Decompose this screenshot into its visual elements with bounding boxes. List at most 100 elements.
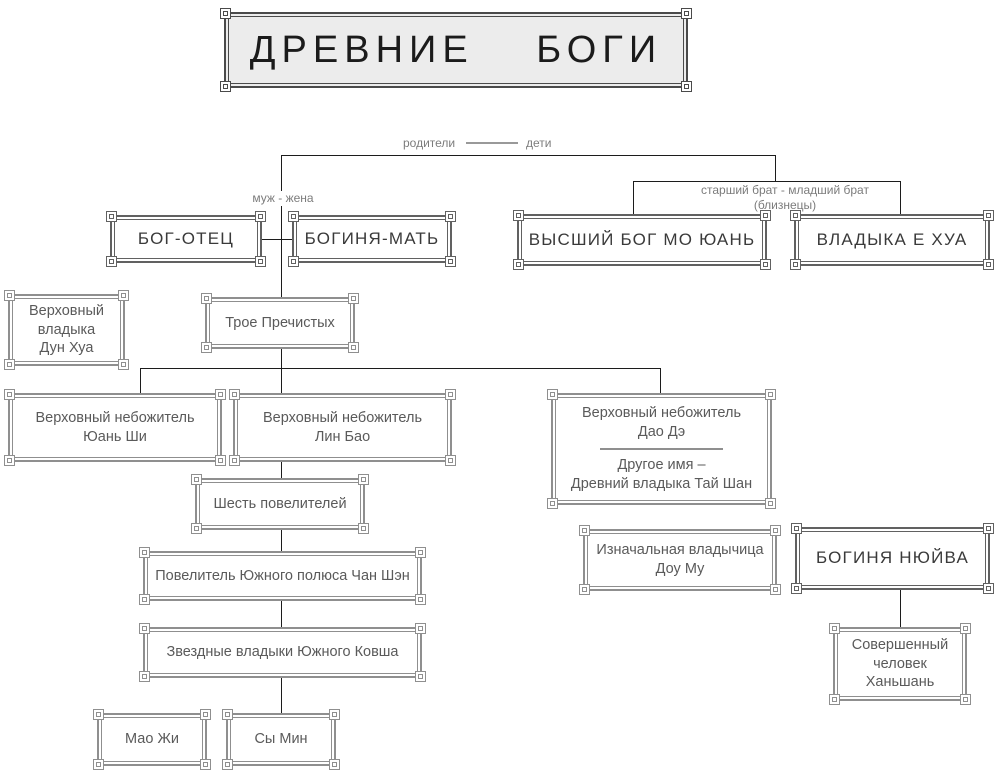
corner-ornament-icon — [118, 359, 129, 370]
corner-ornament-icon — [215, 455, 226, 466]
node-alt-name: Другое имя – Древний владыка Тай Шан — [570, 457, 753, 492]
corner-ornament-icon — [547, 389, 558, 400]
corner-ornament-icon — [348, 293, 359, 304]
corner-ornament-icon — [329, 759, 340, 770]
connector-right-vertical — [775, 155, 776, 181]
node-dou-mu: Изначальная владычица Доу Му — [579, 525, 781, 595]
corner-ornament-icon — [139, 623, 150, 634]
node-celestial-lin-bao: Верховный небожитель Лин Бао — [229, 389, 456, 466]
corner-ornament-icon — [983, 210, 994, 221]
node-label: Совершенный человек Ханьшань — [851, 636, 949, 691]
corner-ornament-icon — [229, 389, 240, 400]
connector-branch-horizontal — [140, 368, 660, 369]
connector-yuan-shi-drop — [140, 368, 141, 393]
corner-ornament-icon — [4, 359, 15, 370]
node-label: Шесть повелителей — [213, 495, 347, 512]
husband-wife-label: муж - жена — [238, 191, 328, 206]
corner-ornament-icon — [4, 455, 15, 466]
corner-ornament-icon — [4, 290, 15, 301]
node-supreme-god-mo-yuan: ВЫСШИЙ БОГ МО ЮАНЬ — [513, 210, 771, 270]
connector-dao-de-drop — [660, 368, 661, 393]
corner-ornament-icon — [255, 211, 266, 222]
node-label: Повелитель Южного полюса Чан Шэн — [155, 567, 410, 584]
connector-marriage-line — [262, 239, 292, 240]
corner-ornament-icon — [765, 498, 776, 509]
corner-ornament-icon — [770, 584, 781, 595]
corner-ornament-icon — [415, 623, 426, 634]
corner-ornament-icon — [139, 671, 150, 682]
corner-ornament-icon — [790, 210, 801, 221]
corner-ornament-icon — [191, 474, 202, 485]
corner-ornament-icon — [513, 259, 524, 270]
corner-ornament-icon — [4, 389, 15, 400]
corner-ornament-icon — [118, 290, 129, 301]
brothers-label: старший брат - младший брат (близнецы) — [701, 183, 869, 212]
corner-ornament-icon — [139, 594, 150, 605]
corner-ornament-icon — [829, 623, 840, 634]
node-lord-ye-hua: ВЛАДЫКА Е ХУА — [790, 210, 994, 270]
corner-ornament-icon — [960, 623, 971, 634]
corner-ornament-icon — [547, 498, 558, 509]
corner-ornament-icon — [255, 256, 266, 267]
node-hanshan: Совершенный человек Ханьшань — [829, 623, 971, 705]
node-six-rulers: Шесть повелителей — [191, 474, 369, 534]
node-label: Верховный небожитель Юань Ши — [35, 409, 195, 445]
corner-ornament-icon — [222, 709, 233, 720]
corner-ornament-icon — [829, 694, 840, 705]
node-three-pure-ones: Трое Пречистых — [201, 293, 359, 353]
connector-top-horizontal — [281, 155, 775, 156]
node-label: БОГИНЯ-МАТЬ — [304, 228, 440, 248]
node-chan-shen: Повелитель Южного полюса Чан Шэн — [139, 547, 426, 605]
node-label: БОГИНЯ НЮЙВА — [815, 548, 970, 568]
corner-ornament-icon — [358, 474, 369, 485]
corner-ornament-icon — [288, 211, 299, 222]
legend-parents-label: родители — [403, 136, 456, 150]
node-label: Верховный небожитель Лин Бао — [262, 409, 423, 445]
corner-ornament-icon — [215, 389, 226, 400]
corner-ornament-icon — [760, 259, 771, 270]
connector-center-vertical-5 — [281, 601, 282, 627]
corner-ornament-icon — [791, 583, 802, 594]
connector-brothers-horizontal — [633, 181, 900, 182]
corner-ornament-icon — [200, 709, 211, 720]
node-label: Звездные владыки Южного Ковша — [166, 644, 399, 661]
corner-ornament-icon — [445, 211, 456, 222]
corner-ornament-icon — [681, 8, 692, 19]
node-label: Верховный небожитель Дао Дэ — [581, 405, 742, 441]
node-southern-dipper-lords: Звездные владыки Южного Ковша — [139, 623, 426, 682]
corner-ornament-icon — [106, 256, 117, 267]
corner-ornament-icon — [983, 259, 994, 270]
node-label: Изначальная владычица Доу Му — [596, 542, 764, 577]
corner-ornament-icon — [415, 671, 426, 682]
corner-ornament-icon — [760, 210, 771, 221]
node-label: Сы Мин — [254, 731, 308, 748]
title-box: ДРЕВНИЕ БОГИ — [220, 8, 692, 92]
node-label: ВЛАДЫКА Е ХУА — [816, 229, 968, 249]
corner-ornament-icon — [222, 759, 233, 770]
legend-line — [466, 142, 518, 144]
connector-ye-hua-drop — [900, 181, 901, 214]
node-mao-zhi: Мао Жи — [93, 709, 211, 770]
corner-ornament-icon — [791, 523, 802, 534]
corner-ornament-icon — [983, 523, 994, 534]
corner-ornament-icon — [201, 293, 212, 304]
node-goddess-mother: БОГИНЯ-МАТЬ — [288, 211, 456, 267]
corner-ornament-icon — [960, 694, 971, 705]
corner-ornament-icon — [93, 709, 104, 720]
corner-ornament-icon — [288, 256, 299, 267]
node-god-father: БОГ-ОТЕЦ — [106, 211, 266, 267]
connector-hanshan-drop — [900, 590, 901, 627]
connector-center-vertical-4 — [281, 530, 282, 551]
corner-ornament-icon — [445, 455, 456, 466]
corner-ornament-icon — [579, 525, 590, 536]
node-sy-min: Сы Мин — [222, 709, 340, 770]
page-title: ДРЕВНИЕ БОГИ — [249, 29, 663, 71]
node-label: БОГ-ОТЕЦ — [137, 228, 235, 248]
corner-ornament-icon — [358, 523, 369, 534]
legend-children-label: дети — [526, 136, 552, 150]
corner-ornament-icon — [790, 259, 801, 270]
corner-ornament-icon — [329, 709, 340, 720]
corner-ornament-icon — [681, 81, 692, 92]
corner-ornament-icon — [201, 342, 212, 353]
